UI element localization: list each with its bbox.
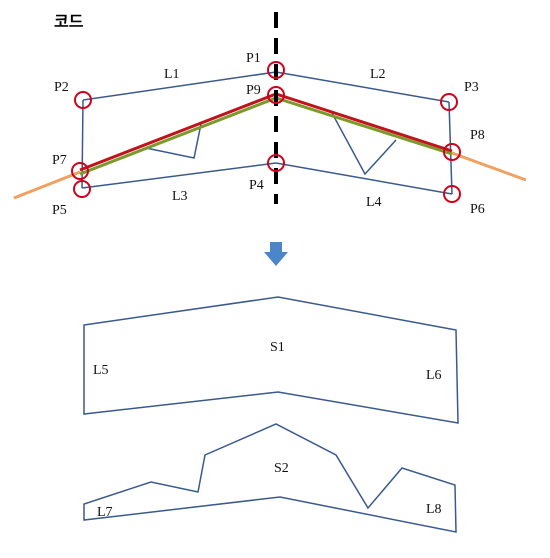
page-title: 코드 [54, 12, 84, 31]
label-l7: L7 [97, 505, 113, 520]
label-p5: P5 [52, 203, 67, 218]
marker-p4 [267, 154, 285, 172]
label-p6: P6 [470, 202, 485, 217]
marker-p3 [440, 93, 458, 111]
label-p8: P8 [470, 128, 485, 143]
marker-p5 [73, 180, 91, 198]
label-p9: P9 [246, 83, 261, 98]
label-p4: P4 [249, 178, 264, 193]
label-s1: S1 [270, 340, 285, 355]
label-l8: L8 [426, 502, 442, 517]
line-right-edge [448, 101, 453, 195]
shape-s2 [83, 423, 457, 533]
line-l4 [275, 162, 453, 195]
orange-line-right [451, 151, 527, 182]
label-l3: L3 [172, 189, 188, 204]
line-l2 [275, 71, 450, 103]
label-l5: L5 [93, 363, 109, 378]
arrow-down-icon [264, 242, 288, 266]
label-l2: L2 [370, 67, 386, 82]
label-l6: L6 [426, 368, 442, 383]
marker-p2 [74, 91, 92, 109]
label-l1: L1 [164, 67, 180, 82]
label-p7: P7 [52, 153, 67, 168]
orange-line-left [13, 170, 81, 200]
green-line [79, 96, 453, 176]
marker-p6 [443, 185, 461, 203]
marker-p8 [443, 143, 461, 161]
line-l1 [82, 71, 277, 101]
right-triangle [331, 112, 397, 176]
point-markers [71, 61, 461, 203]
label-p1: P1 [246, 51, 261, 66]
line-l3 [81, 162, 277, 189]
red-line [79, 92, 453, 172]
label-p2: P2 [54, 80, 69, 95]
label-s2: S2 [274, 461, 289, 476]
label-p3: P3 [464, 80, 479, 95]
label-l4: L4 [366, 195, 382, 210]
marker-p7 [71, 162, 89, 180]
line-left-edge [81, 99, 84, 189]
marker-p9 [267, 86, 285, 104]
shape-s1 [83, 296, 459, 424]
left-triangle [145, 123, 202, 159]
marker-p1 [267, 61, 285, 79]
